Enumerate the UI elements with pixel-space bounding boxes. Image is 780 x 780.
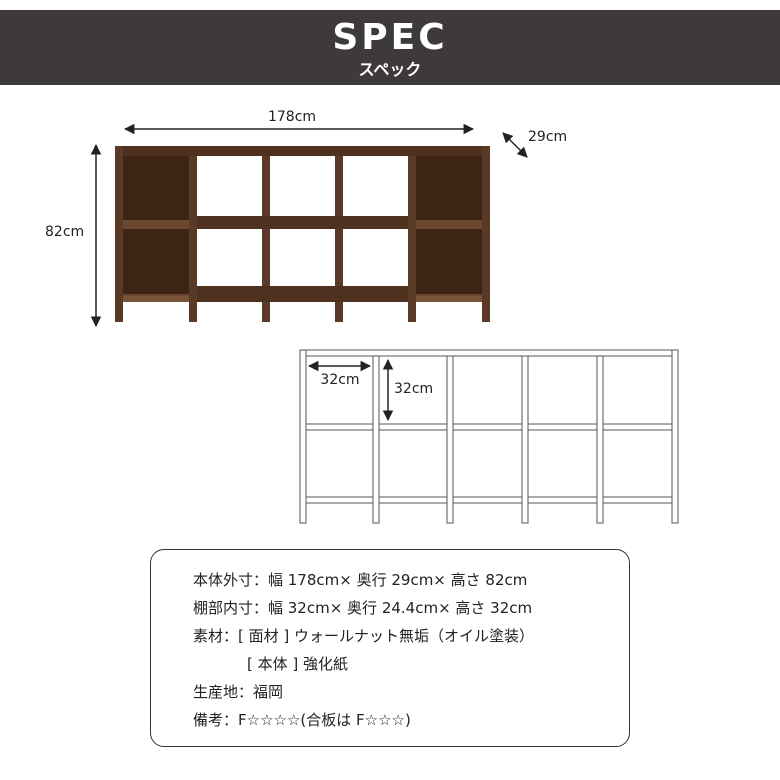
spec-origin: 生産地：福岡 <box>193 683 284 701</box>
depth-label: 29cm <box>528 129 567 145</box>
spec-material-body: [ 本体 ] 強化紙 <box>247 655 349 673</box>
depth-arrow <box>502 132 528 158</box>
height-label: 82cm <box>45 224 84 240</box>
spec-notes: 備考：F☆☆☆☆(合板は F☆☆☆) <box>193 711 411 729</box>
spec-material: 素材：[ 面材 ] ウォールナット無垢（オイル塗装） <box>193 627 535 645</box>
shelf-photo <box>115 146 490 322</box>
header-title: SPEC <box>332 17 448 58</box>
header-subtitle: スペック <box>358 60 422 79</box>
spec-header: SPEC スペック <box>0 10 780 85</box>
spec-outer-size: 本体外寸：幅 178cm× 奥行 29cm× 高さ 82cm <box>193 571 528 589</box>
inner-width-label: 32cm <box>320 372 359 388</box>
spec-box: 本体外寸：幅 178cm× 奥行 29cm× 高さ 82cm 棚部内寸：幅 32… <box>150 549 630 747</box>
width-label: 178cm <box>268 109 316 125</box>
spec-inner-size: 棚部内寸：幅 32cm× 奥行 24.4cm× 高さ 32cm <box>193 599 533 617</box>
inner-height-label: 32cm <box>394 381 433 397</box>
product-diagram: 178cm 29cm 82cm 32cm 32cm <box>45 109 679 524</box>
shelf-line-drawing <box>299 349 679 524</box>
